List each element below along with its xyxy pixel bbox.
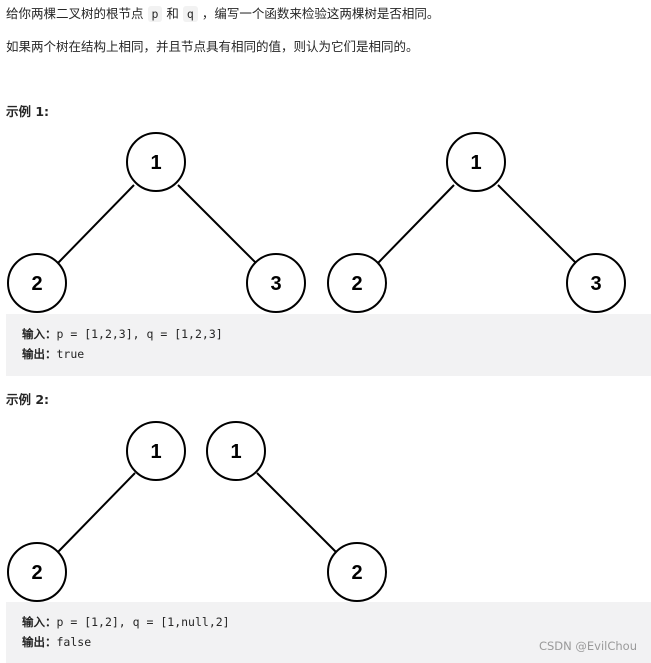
tree-node-root <box>126 132 186 192</box>
node-right-label: 3 <box>270 273 281 295</box>
problem-statement-line-2: 如果两个树在结构上相同，并且节点具有相同的值，则认为它们是相同的。 <box>6 39 419 54</box>
example-1-title: 示例 1: <box>6 104 50 119</box>
tree-node-left <box>327 253 387 313</box>
tree-node-left <box>7 542 67 602</box>
problem-statement-line-1: 给你两棵二叉树的根节点 p 和 q ，编写一个函数来检验这两棵树是否相同。 <box>6 5 439 23</box>
input-label: 输入： <box>22 615 57 629</box>
input-row: 输入：p = [1,2], q = [1,null,2] <box>22 612 635 632</box>
input-value: p = [1,2], q = [1,null,2] <box>56 615 230 629</box>
example-1-tree-q: 1 2 3 <box>327 132 626 313</box>
edge-root-left <box>377 184 455 264</box>
edge-root-left <box>57 184 135 264</box>
example-2-title: 示例 2: <box>6 392 50 407</box>
example-1-tree-p: 1 2 3 <box>7 132 306 313</box>
code-p: p <box>147 6 163 22</box>
node-right-label: 2 <box>351 562 362 584</box>
output-label: 输出： <box>22 347 57 361</box>
example-2-tree-q: 1 2 <box>206 421 387 602</box>
node-left-label: 2 <box>351 273 362 295</box>
edge-root-left <box>57 472 136 553</box>
output-row: 输出：false <box>22 632 635 652</box>
node-root-label: 1 <box>230 441 241 463</box>
output-value: true <box>56 347 85 361</box>
example-2-tree-p: 1 2 <box>7 421 186 602</box>
tree-node-root <box>126 421 186 481</box>
output-row: 输出：true <box>22 344 635 364</box>
example-1-trees: 1 2 3 1 2 3 <box>7 132 626 313</box>
node-root-label: 1 <box>150 152 161 174</box>
example-1-io-block: 输入：p = [1,2,3], q = [1,2,3] 输出：true <box>6 314 651 376</box>
csdn-watermark: CSDN @EvilChou <box>538 639 637 653</box>
edge-root-right <box>177 184 257 264</box>
node-root-label: 1 <box>150 441 161 463</box>
input-label: 输入： <box>22 327 57 341</box>
tree-node-right <box>327 542 387 602</box>
statement-suffix: ，编写一个函数来检验这两棵树是否相同。 <box>201 6 440 21</box>
edge-root-right <box>497 184 577 264</box>
tree-node-right <box>566 253 626 313</box>
node-right-label: 3 <box>590 273 601 295</box>
node-root-label: 1 <box>470 152 481 174</box>
example-2-io-block: 输入：p = [1,2], q = [1,null,2] 输出：false <box>6 602 651 663</box>
input-row: 输入：p = [1,2,3], q = [1,2,3] <box>22 324 635 344</box>
tree-node-root <box>446 132 506 192</box>
example-2-trees: 1 2 1 2 <box>7 421 387 602</box>
tree-node-root <box>206 421 266 481</box>
edge-root-right <box>256 472 337 553</box>
node-left-label: 2 <box>31 562 42 584</box>
statement-conj: 和 <box>166 6 179 21</box>
output-value: false <box>56 635 92 649</box>
tree-node-left <box>7 253 67 313</box>
output-label: 输出： <box>22 635 57 649</box>
input-value: p = [1,2,3], q = [1,2,3] <box>56 327 223 341</box>
node-left-label: 2 <box>31 273 42 295</box>
statement-prefix: 给你两棵二叉树的根节点 <box>6 6 144 21</box>
tree-node-right <box>246 253 306 313</box>
code-q: q <box>182 6 198 22</box>
